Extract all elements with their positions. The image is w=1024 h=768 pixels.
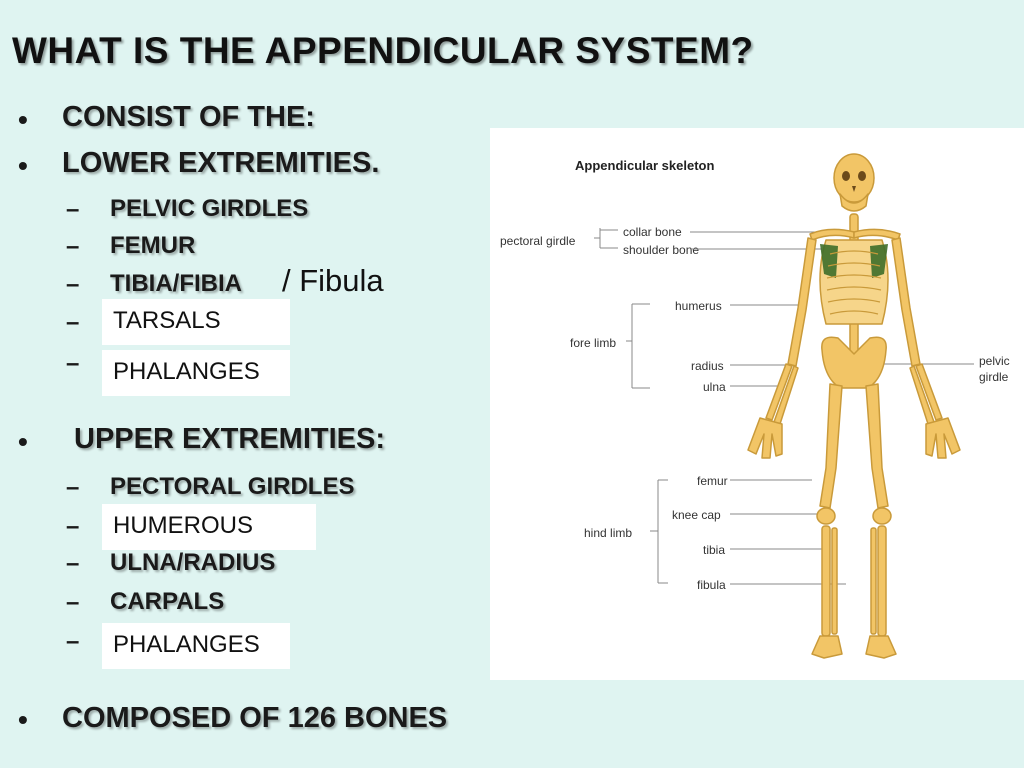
dash-marker: – [66,350,80,377]
bullet-marker: • [18,104,28,135]
dash-marker: – [66,628,80,655]
label-fibula: fibula [697,578,726,592]
bullet-upper-extremities: UPPER EXTREMITIES: [74,423,385,455]
slide-title: WHAT IS THE APPENDICULAR SYSTEM? [12,30,754,71]
added-humerous-box: HUMEROUS [102,504,316,550]
label-shoulder-bone: shoulder bone [623,243,700,257]
dash-marker: – [66,271,80,298]
lower-item-pelvic-girdles: PELVIC GIRDLES [110,195,309,222]
label-fore-limb: fore limb [570,336,617,350]
added-tarsals-box: TARSALS [102,299,290,345]
dash-marker: – [66,513,80,540]
upper-item-carpals: CARPALS [110,588,225,615]
label-collar-bone: collar bone [623,225,682,239]
dash-marker: – [66,589,80,616]
skeleton-diagram-panel: Appendicular skeleton pectoral girdle co… [490,128,1024,680]
dash-marker: – [66,309,80,336]
label-femur: femur [697,474,728,488]
dash-marker: – [66,550,80,577]
upper-item-pectoral-girdles: PECTORAL GIRDLES [110,473,355,500]
label-humerus: humerus [675,299,722,313]
label-pelvic: pelvic [979,354,1010,368]
diagram-title: Appendicular skeleton [575,158,715,173]
dash-marker: – [66,233,80,260]
label-knee-cap: knee cap [672,508,721,522]
bullet-consist: CONSIST OF THE: [62,101,315,133]
bullet-composed-126: COMPOSED OF 126 BONES [62,702,448,734]
skeleton-illustration [594,153,974,659]
added-phalanges-upper-box: PHALANGES [102,623,290,669]
dash-marker: – [66,474,80,501]
upper-item-ulna-radius: ULNA/RADIUS [110,549,276,576]
lower-item-tibia-fibia: TIBIA/FIBIA [110,270,242,297]
bullet-marker: • [18,150,28,181]
label-pectoral-girdle: pectoral girdle [500,234,576,248]
dash-marker: – [66,196,80,223]
added-phalanges-lower-box: PHALANGES [102,350,290,396]
label-ulna: ulna [703,380,726,394]
label-tibia: tibia [703,543,726,557]
bullet-marker: • [18,704,28,735]
bullet-lower-extremities: LOWER EXTREMITIES. [62,147,380,179]
lower-item-femur: FEMUR [110,232,196,259]
added-fibula-text: / Fibula [282,263,384,298]
bullet-marker: • [18,426,28,457]
label-girdle: girdle [979,370,1009,384]
label-radius: radius [691,359,724,373]
label-hind-limb: hind limb [584,526,633,540]
